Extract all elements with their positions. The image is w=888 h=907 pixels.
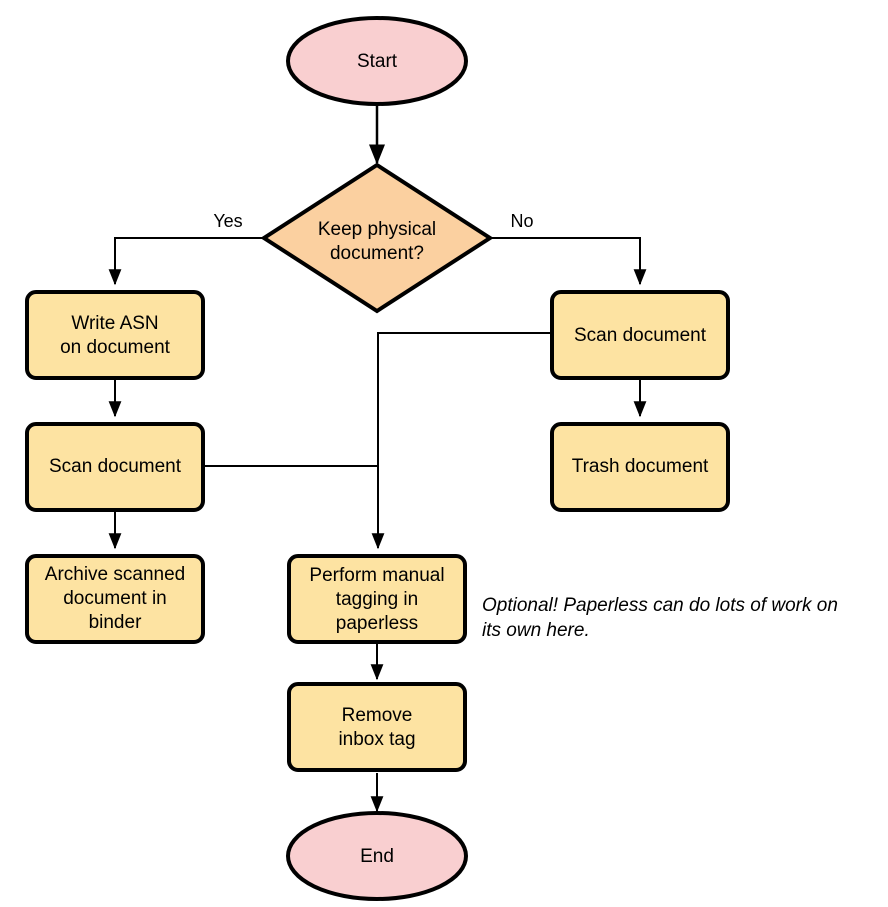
node-keep-physical-document[interactable]: Keep physical document? (260, 162, 494, 314)
start-terminal-shape[interactable] (286, 16, 468, 106)
annotation-optional-paperless: Optional! Paperless can do lots of work … (482, 595, 838, 641)
annotation-line1: Optional! Paperless can do lots of work … (482, 595, 838, 616)
decision-label-line2: document? (330, 243, 424, 264)
node-scan-document-left[interactable]: Scan document (25, 422, 205, 512)
edge-decision-to-scan-right (489, 237, 647, 286)
scan-document-left-box-shape[interactable] (25, 422, 205, 512)
scan-document-right-box-shape[interactable] (550, 290, 730, 380)
write-asn-label-line2: on document (60, 337, 171, 358)
scan-document-right-label: Scan document (574, 325, 707, 346)
manual-tagging-label-line1: Perform manual (309, 565, 444, 586)
edge-label-no: No (510, 211, 533, 231)
node-trash-document[interactable]: Trash document (550, 422, 730, 512)
node-scan-document-right[interactable]: Scan document (550, 290, 730, 380)
end-terminal-shape[interactable] (286, 811, 468, 901)
annotation-line2: its own here. (482, 620, 590, 641)
start-label: Start (357, 51, 398, 72)
remove-inbox-tag-label-line2: inbox tag (338, 729, 415, 750)
edge-scan-right-to-manual-tag (371, 332, 552, 550)
write-asn-label-line1: Write ASN (71, 313, 158, 334)
decision-label-line1: Keep physical (318, 219, 436, 240)
scan-document-left-label: Scan document (49, 456, 182, 477)
edge-label-yes: Yes (213, 211, 242, 231)
manual-tagging-label-line2: tagging in (336, 589, 418, 610)
connector-layer (108, 103, 647, 813)
archive-label-line1: Archive scanned (45, 564, 185, 585)
edge-decision-to-write-asn (108, 237, 266, 286)
manual-tagging-box-shape[interactable] (287, 554, 467, 644)
remove-inbox-tag-box-shape[interactable] (287, 682, 467, 772)
trash-document-box-shape[interactable] (550, 422, 730, 512)
write-asn-box-shape[interactable] (25, 290, 205, 380)
archive-box-shape[interactable] (25, 554, 205, 644)
manual-tagging-label-line3: paperless (336, 613, 418, 634)
node-remove-inbox-tag[interactable]: Remove inbox tag (287, 682, 467, 772)
archive-label-line2: document in (63, 588, 167, 609)
decision-diamond-shape[interactable] (260, 162, 494, 314)
remove-inbox-tag-label-line1: Remove (342, 705, 413, 726)
node-write-asn-on-document[interactable]: Write ASN on document (25, 290, 205, 380)
node-end[interactable]: End (286, 811, 468, 901)
archive-label-line3: binder (89, 612, 142, 633)
node-perform-manual-tagging[interactable]: Perform manual tagging in paperless (287, 554, 467, 644)
end-label: End (360, 846, 394, 867)
node-start[interactable]: Start (286, 16, 468, 106)
trash-document-label: Trash document (572, 456, 709, 477)
node-archive-scanned-document[interactable]: Archive scanned document in binder (25, 554, 205, 644)
